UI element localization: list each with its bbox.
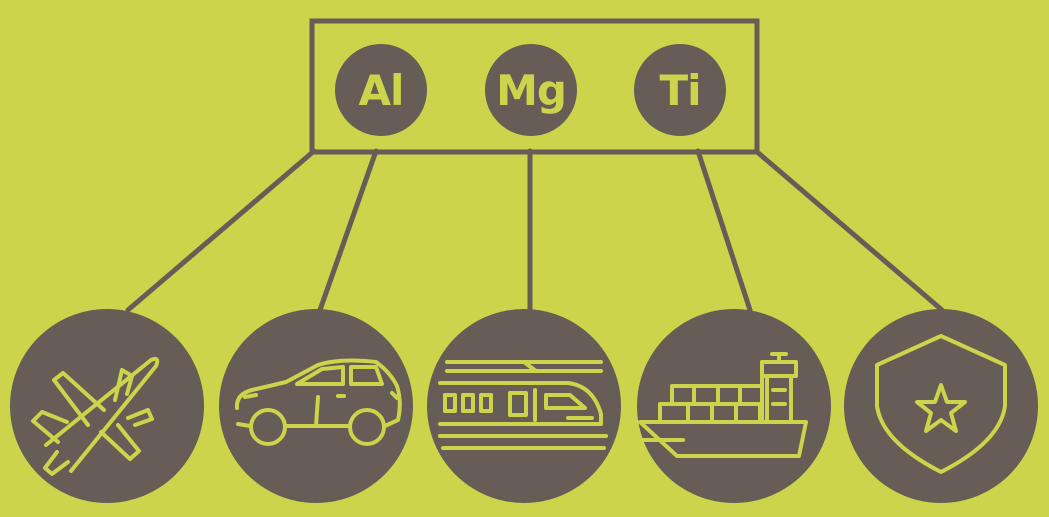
element-symbol-mg: Mg (496, 66, 566, 115)
materials-box (309, 18, 760, 155)
element-symbol-al: Al (359, 66, 404, 115)
element-circle-ti (634, 44, 726, 136)
element-circle-al (335, 44, 427, 136)
connector-lines (125, 148, 945, 313)
application-circle-airplane (10, 309, 204, 503)
element-symbol-ti: Ti (659, 66, 700, 115)
airplane-icon (31, 356, 160, 476)
element-mg: Mg (485, 44, 577, 136)
element-ti: Ti (634, 44, 726, 136)
connector-shield (753, 148, 945, 313)
connector-ship (695, 148, 753, 313)
connector-car (317, 148, 379, 313)
shield-star-icon (875, 334, 1007, 474)
train-icon (438, 360, 608, 450)
connector-airplane (125, 148, 317, 313)
ship-icon (638, 352, 808, 458)
car-icon (234, 358, 402, 446)
element-al: Al (335, 44, 427, 136)
element-circle-mg (485, 44, 577, 136)
